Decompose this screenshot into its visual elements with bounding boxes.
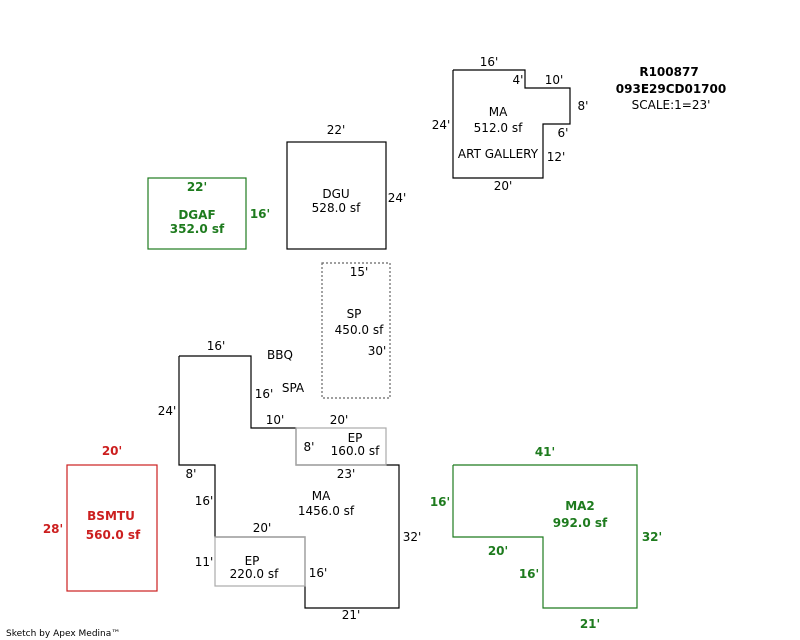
label-ep-top-code: EP bbox=[348, 431, 363, 445]
dim-ma-top-upper: 10' bbox=[545, 73, 564, 87]
area-ma-art-gallery: 16' 4' 10' 8' 6' 12' 20' 24' MA 512.0 sf… bbox=[432, 55, 589, 193]
label-ma2-area: 992.0 sf bbox=[553, 516, 608, 530]
dim-ma-main-ep-vert: 11' bbox=[195, 555, 214, 569]
area-sp: 15' 30' SP 450.0 sf bbox=[321, 262, 391, 399]
dim-bsmtu-left: 28' bbox=[43, 522, 63, 536]
dim-ma-main-step-vert: 8' bbox=[304, 440, 315, 454]
dim-ma-main-top: 16' bbox=[207, 339, 226, 353]
dim-ma2-top: 41' bbox=[535, 445, 555, 459]
dim-ma-main-left-lower: 16' bbox=[195, 494, 214, 508]
outline-ma-main bbox=[178, 355, 400, 609]
dim-ma2-inner-horiz: 20' bbox=[488, 544, 508, 558]
dim-dgu-right: 24' bbox=[388, 191, 407, 205]
dim-ma-top-bottom: 20' bbox=[494, 179, 513, 193]
dim-ma2-right: 32' bbox=[642, 530, 662, 544]
label-sp-area: 450.0 sf bbox=[335, 323, 384, 337]
outline-ma-art-gallery bbox=[452, 69, 571, 179]
account-number: 093E29CD01700 bbox=[616, 82, 726, 96]
area-ma2: 41' 16' 32' 20' 16' 21' MA2 992.0 sf bbox=[430, 445, 662, 631]
area-bsmtu: 20' 28' BSMTU 560.0 sf bbox=[43, 444, 158, 592]
outline-dgaf bbox=[147, 177, 247, 250]
dim-ma-top-notch: 6' bbox=[558, 126, 569, 140]
label-dgu-area: 528.0 sf bbox=[312, 201, 361, 215]
sketch-credit: Sketch by Apex Medina™ bbox=[6, 629, 120, 639]
dim-ma-top-left: 24' bbox=[432, 118, 451, 132]
label-bsmtu-area: 560.0 sf bbox=[86, 528, 141, 542]
label-ma2-code: MA2 bbox=[565, 499, 595, 513]
label-bsmtu-code: BSMTU bbox=[87, 509, 135, 523]
dim-bsmtu-top: 20' bbox=[102, 444, 122, 458]
outline-sp bbox=[321, 262, 391, 399]
dim-ma-main-bottom: 21' bbox=[342, 608, 361, 622]
area-dgaf: 22' 16' DGAF 352.0 sf bbox=[147, 177, 270, 250]
dim-dgu-top: 22' bbox=[327, 123, 346, 137]
area-ep-bottom: EP 220.0 sf bbox=[214, 536, 306, 587]
label-dgaf-area: 352.0 sf bbox=[170, 222, 225, 236]
outline-ep-bottom bbox=[214, 536, 306, 587]
parcel-id: R100877 bbox=[639, 65, 698, 79]
outline-ma2 bbox=[452, 464, 638, 609]
label-ma-main-code: MA bbox=[312, 489, 331, 503]
dim-ma2-bottom: 21' bbox=[580, 617, 600, 631]
label-ma-top-area: 512.0 sf bbox=[474, 121, 523, 135]
dim-ma-main-inner-vert: 16' bbox=[255, 387, 274, 401]
label-ma-top-name: ART GALLERY bbox=[458, 147, 539, 161]
dim-ma-top-lower-right: 12' bbox=[547, 150, 566, 164]
dim-sp-right: 30' bbox=[368, 344, 387, 358]
label-ep-bottom-code: EP bbox=[245, 554, 260, 568]
outline-dgu bbox=[286, 141, 387, 250]
dim-ma-top-top: 16' bbox=[480, 55, 499, 69]
dim-dgaf-right: 16' bbox=[250, 207, 270, 221]
dim-ma-main-right: 32' bbox=[403, 530, 422, 544]
label-dgaf-code: DGAF bbox=[178, 208, 215, 222]
dim-ep-top-top: 20' bbox=[330, 413, 349, 427]
dim-ma-main-step: 10' bbox=[266, 413, 285, 427]
label-ep-top-area: 160.0 sf bbox=[331, 444, 380, 458]
dim-ma2-inner-vert: 16' bbox=[519, 567, 539, 581]
dim-ma-main-inner-horiz: 20' bbox=[253, 521, 272, 535]
dim-ma-top-right: 8' bbox=[578, 99, 589, 113]
dim-sp-top: 15' bbox=[350, 265, 369, 279]
outline-bsmtu bbox=[66, 464, 158, 592]
dim-ma-main-upper: 23' bbox=[337, 467, 356, 481]
dim-ma-main-left: 24' bbox=[158, 404, 177, 418]
label-spa: SPA bbox=[282, 381, 305, 395]
dim-ma2-left: 16' bbox=[430, 495, 450, 509]
dim-ma-main-lower-vert: 16' bbox=[309, 566, 328, 580]
label-sp-code: SP bbox=[347, 307, 362, 321]
label-bbq: BBQ bbox=[267, 348, 293, 362]
label-ep-bottom-area: 220.0 sf bbox=[230, 567, 279, 581]
outline-ep-top bbox=[295, 427, 387, 466]
dim-dgaf-top: 22' bbox=[187, 180, 207, 194]
label-ma-main-area: 1456.0 sf bbox=[298, 504, 355, 518]
area-ep-top: 20' EP 160.0 sf bbox=[295, 413, 387, 466]
area-ma-main: 16' 24' 16' 10' 8' 23' 32' 21' 16' 8' 16… bbox=[158, 339, 422, 622]
area-dgu: 22' 24' DGU 528.0 sf bbox=[286, 123, 407, 250]
label-ma-top-code: MA bbox=[489, 105, 508, 119]
dim-ma-top-step: 4' bbox=[513, 73, 524, 87]
scale-label: SCALE:1=23' bbox=[632, 98, 711, 112]
label-dgu-code: DGU bbox=[322, 187, 349, 201]
dim-ma-main-left-notch: 8' bbox=[186, 467, 197, 481]
